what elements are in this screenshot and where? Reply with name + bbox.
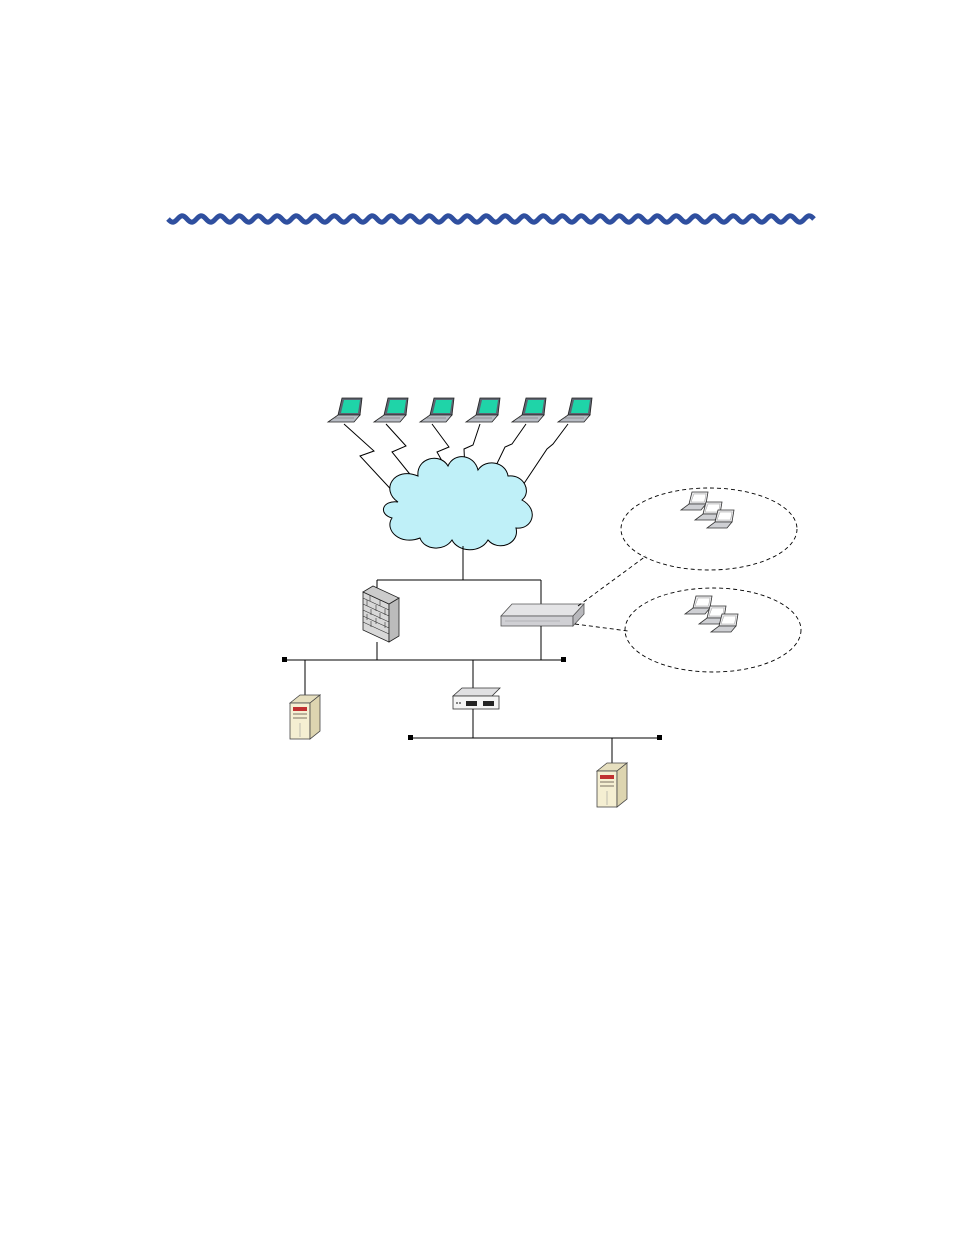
firewall-icon xyxy=(363,586,399,642)
laptop-row xyxy=(328,398,592,422)
remote-workstations-icon xyxy=(681,492,734,528)
bus-terminator xyxy=(408,735,413,740)
server-icon xyxy=(290,695,320,739)
bus-terminator xyxy=(657,735,662,740)
remote-site-cluster xyxy=(621,488,797,570)
wavy-header-line xyxy=(168,216,814,222)
laptop-icon xyxy=(558,398,592,422)
bus-terminator xyxy=(561,657,566,662)
remote-link xyxy=(578,556,646,606)
laptop-icon xyxy=(466,398,500,422)
laptop-icon xyxy=(512,398,546,422)
router-icon xyxy=(453,688,500,709)
remote-link xyxy=(575,624,628,631)
laptop-icon xyxy=(420,398,454,422)
server-icon xyxy=(597,763,627,807)
wireless-link xyxy=(386,424,413,478)
remote-workstations-icon xyxy=(685,596,738,632)
bus-terminator xyxy=(282,657,287,662)
rack-appliance-icon xyxy=(501,604,584,626)
laptop-icon xyxy=(328,398,362,422)
internet-cloud-icon xyxy=(383,457,532,550)
laptop-icon xyxy=(374,398,408,422)
